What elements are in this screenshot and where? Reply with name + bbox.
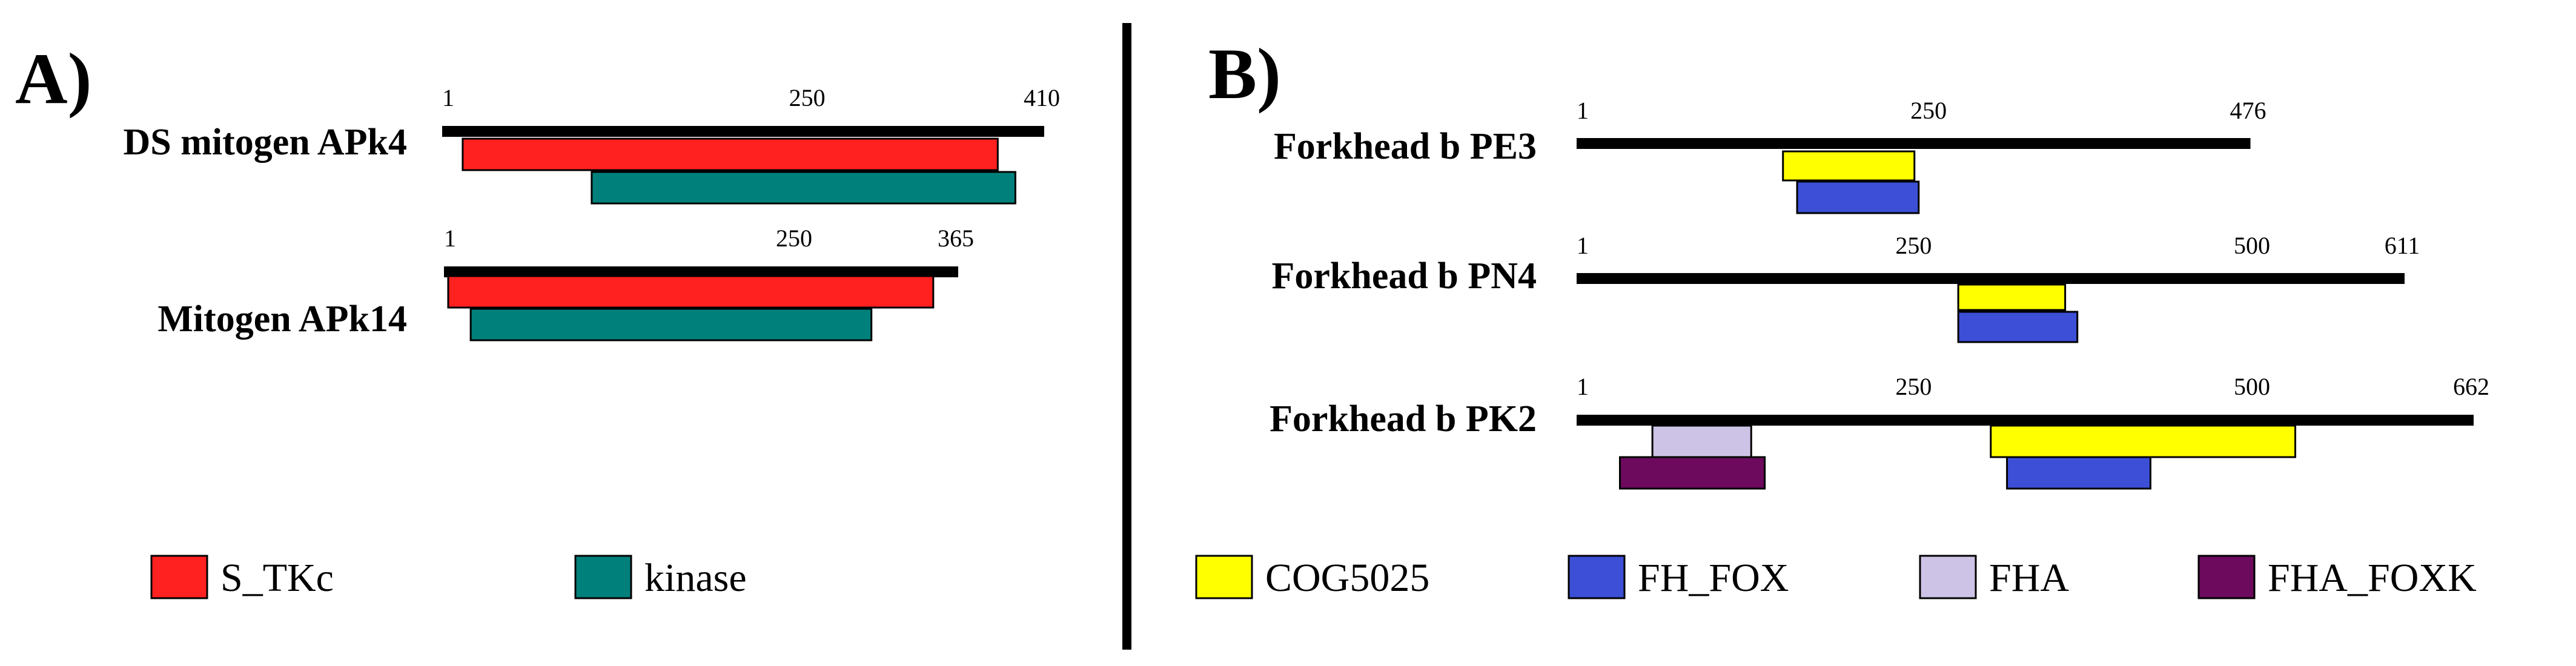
domain-bar-cog5025 bbox=[1990, 424, 2297, 458]
position-tick-label: 250 bbox=[1910, 97, 1947, 124]
legend-swatch-fh-fox bbox=[1568, 555, 1626, 599]
position-tick-label: 1 bbox=[1577, 97, 1589, 124]
position-tick-label: 1 bbox=[1577, 232, 1589, 259]
legend-swatch-fha-foxk bbox=[2197, 555, 2256, 599]
domain-bar-s-tkc bbox=[447, 275, 935, 309]
track-forkhead-b-pn4: 1 250 500 611 bbox=[1577, 232, 2420, 343]
legend-panel-a: S_TKc kinase bbox=[150, 555, 747, 600]
protein-backbone-line bbox=[1577, 273, 2405, 284]
legend-swatch-kinase bbox=[574, 555, 632, 599]
track-forkhead-b-pe3: 1 250 476 bbox=[1577, 97, 2266, 214]
legend-label-fha-foxk: FHA_FOXK bbox=[2268, 556, 2477, 600]
legend-label-kinase: kinase bbox=[644, 556, 747, 600]
protein-name-ds-mitogen-apk4: DS mitogen APk4 bbox=[124, 122, 407, 163]
legend-swatch-fha bbox=[1919, 555, 1977, 599]
position-tick-label: 611 bbox=[2385, 232, 2420, 259]
position-tick-label: 365 bbox=[938, 225, 974, 252]
position-tick-label: 1 bbox=[1577, 373, 1589, 400]
position-tick-label: 500 bbox=[2234, 232, 2270, 259]
track-mitogen-apk14: 1 250 365 bbox=[444, 225, 974, 341]
position-tick-label: 1 bbox=[444, 225, 456, 252]
domain-bar-kinase bbox=[591, 171, 1016, 205]
domain-bar-fh-fox bbox=[2006, 456, 2151, 490]
track-forkhead-b-pk2: 1 250 500 662 bbox=[1577, 373, 2489, 490]
panel-a-label: A) bbox=[15, 38, 92, 119]
domain-bar-s-tkc bbox=[462, 137, 999, 171]
legend-label-s-tkc: S_TKc bbox=[220, 556, 334, 600]
panel-b-label: B) bbox=[1208, 33, 1281, 114]
protein-name-forkhead-b-pn4: Forkhead b PN4 bbox=[1272, 256, 1537, 297]
position-tick-label: 250 bbox=[1895, 232, 1932, 259]
domain-bar-cog5025 bbox=[1957, 283, 2067, 311]
track-ds-mitogen-apk4: 1 250 410 bbox=[442, 84, 1060, 205]
protein-backbone-line bbox=[444, 266, 958, 277]
domain-bar-fha bbox=[1651, 424, 1752, 458]
position-tick-label: 250 bbox=[789, 84, 826, 111]
position-tick-label: 476 bbox=[2230, 97, 2266, 124]
position-tick-label: 410 bbox=[1024, 84, 1060, 111]
position-tick-label: 250 bbox=[776, 225, 812, 252]
protein-name-mitogen-apk14: Mitogen APk14 bbox=[157, 298, 407, 340]
domain-bar-kinase bbox=[469, 308, 873, 341]
domain-bar-fh-fox bbox=[1957, 311, 2079, 343]
domain-bar-fh-fox bbox=[1796, 180, 1920, 214]
position-tick-label: 500 bbox=[2234, 373, 2270, 400]
legend-label-cog5025: COG5025 bbox=[1265, 556, 1429, 600]
legend-label-fha: FHA bbox=[1989, 556, 2069, 600]
panel-divider bbox=[1122, 23, 1131, 650]
position-tick-label: 250 bbox=[1895, 373, 1932, 400]
protein-name-forkhead-b-pk2: Forkhead b PK2 bbox=[1270, 398, 1537, 440]
protein-name-forkhead-b-pe3: Forkhead b PE3 bbox=[1274, 126, 1537, 167]
legend-swatch-s-tkc bbox=[150, 555, 208, 599]
domain-bar-cog5025 bbox=[1782, 150, 1916, 182]
position-tick-label: 1 bbox=[442, 84, 454, 111]
protein-backbone-line bbox=[1577, 138, 2251, 149]
position-tick-label: 662 bbox=[2453, 373, 2489, 400]
domain-bar-fha-foxk bbox=[1619, 456, 1766, 490]
legend-panel-b: COG5025 FH_FOX FHA FHA_FOXK bbox=[1195, 555, 2477, 600]
protein-backbone-line bbox=[442, 126, 1044, 137]
protein-backbone-line bbox=[1577, 415, 2474, 426]
legend-label-fh-fox: FH_FOX bbox=[1638, 556, 1789, 600]
legend-swatch-cog5025 bbox=[1195, 555, 1253, 599]
